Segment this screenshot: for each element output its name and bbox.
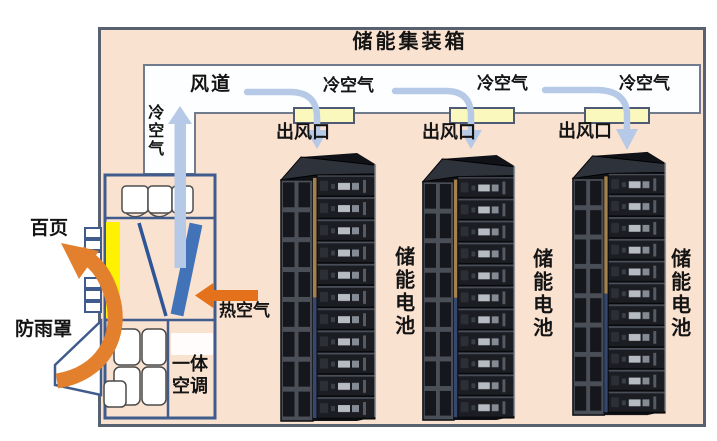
exhaust-arrowhead xyxy=(61,243,99,279)
battery-label-2: 储能电池 xyxy=(529,248,552,340)
cold-air-label-3: 冷空气 xyxy=(619,74,670,93)
battery-rack-3 xyxy=(572,151,667,416)
louver-label: 百页 xyxy=(30,218,69,239)
outlet-label-1: 出风口 xyxy=(276,122,330,142)
cold-air-label-1: 冷空气 xyxy=(323,76,374,95)
diagram-title: 储能集装箱 xyxy=(352,31,468,53)
ac-unit-label: 一体空调 xyxy=(172,354,208,396)
duct-label: 风道 xyxy=(190,74,233,95)
hot-air-label: 热空气 xyxy=(219,301,270,320)
outlet-label-3: 出风口 xyxy=(558,121,612,141)
cold-air-label-2: 冷空气 xyxy=(477,74,528,93)
battery-rack-1 xyxy=(280,152,377,422)
battery-rack-2 xyxy=(422,154,516,421)
battery-label-3: 储能电池 xyxy=(667,248,690,340)
outlet-label-2: 出风口 xyxy=(422,122,476,142)
battery-label-1: 储能电池 xyxy=(391,246,414,338)
rain-cover-label: 防雨罩 xyxy=(15,319,73,340)
cold-air-vertical-label: 冷空气 xyxy=(145,104,163,158)
